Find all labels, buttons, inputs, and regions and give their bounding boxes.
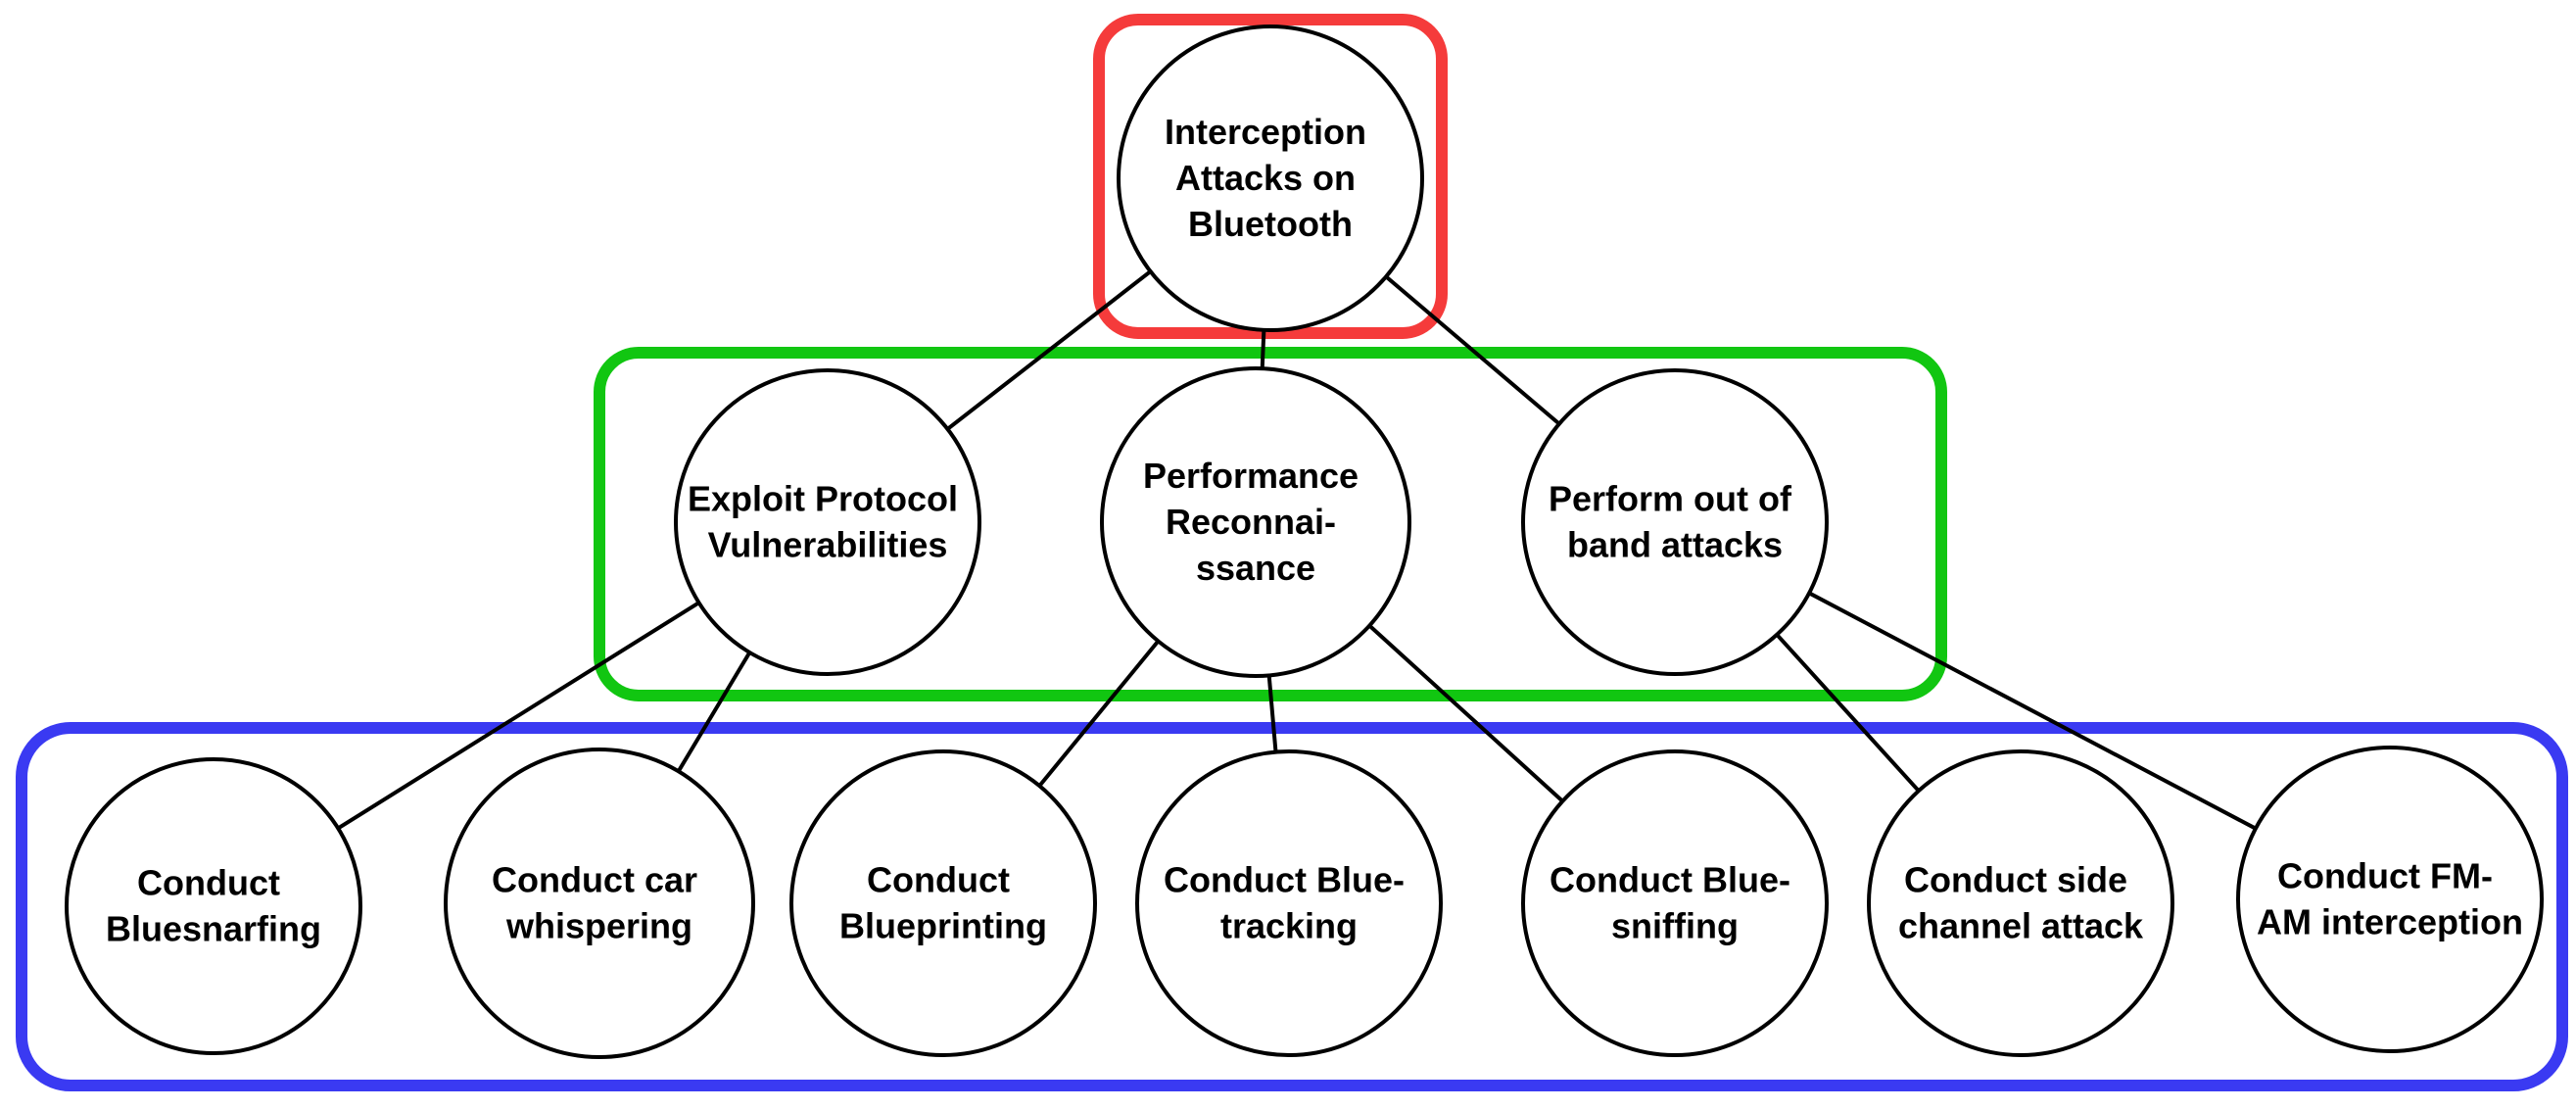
node-label-line: sniffing <box>1611 906 1739 946</box>
node-label-line: Conduct Blue- <box>1164 860 1405 900</box>
node-label: Conduct car whispering <box>492 860 707 946</box>
bottom-level-group-frame <box>16 722 2568 1091</box>
edge-recon-bluetracking <box>1266 675 1278 752</box>
edge-root-exploit <box>946 269 1152 431</box>
node-conduct-blue-tracking: Conduct Blue- tracking <box>1135 749 1443 1057</box>
node-label-line: Performance <box>1143 456 1359 496</box>
node-label-line: Conduct side <box>1904 860 2127 900</box>
edge-exploit-bluesnarfing <box>337 601 700 831</box>
node-circle <box>789 749 1097 1057</box>
node-label-line: Attacks on <box>1175 158 1356 198</box>
edge-recon-bluesniffing <box>1367 624 1564 803</box>
node-label: Conduct Blueprinting <box>839 860 1047 946</box>
node-label-line: channel attack <box>1898 906 2144 946</box>
node-circle <box>1867 749 2174 1057</box>
node-circle <box>1100 366 1411 678</box>
node-conduct-car-whispering: Conduct car whispering <box>444 748 755 1059</box>
node-label-line: Bluesnarfing <box>106 909 321 949</box>
top-level-group-frame <box>1093 14 1448 339</box>
node-circle <box>1117 24 1424 332</box>
node-conduct-side-channel-attack: Conduct side channel attack <box>1867 749 2174 1057</box>
node-label: Conduct Blue- sniffing <box>1550 860 1800 946</box>
node-circle <box>65 757 362 1055</box>
node-label: Interception Attacks on Bluetooth <box>1165 112 1376 244</box>
edge-recon-blueprinting <box>1037 640 1160 788</box>
node-label-line: Reconnai- <box>1166 502 1336 542</box>
node-label-line: whispering <box>505 906 692 946</box>
edges <box>337 269 2257 831</box>
edge-exploit-carwhispering <box>676 651 752 773</box>
node-label-line: Conduct FM- <box>2277 856 2493 896</box>
node-label-line: Exploit Protocol <box>688 479 958 519</box>
node-circle <box>2236 746 2544 1053</box>
node-label: Conduct Blue- tracking <box>1164 860 1414 946</box>
node-conduct-blueprinting: Conduct Blueprinting <box>789 749 1097 1057</box>
node-label-line: band attacks <box>1567 525 1783 565</box>
node-interception-attacks-on-bluetooth: Interception Attacks on Bluetooth <box>1117 24 1424 332</box>
node-label-line: Interception <box>1165 112 1366 152</box>
node-circle <box>1135 749 1443 1057</box>
edge-root-outofband <box>1384 274 1561 426</box>
node-label: Conduct FM- AM interception <box>2257 856 2523 942</box>
node-label: Conduct Bluesnarfing <box>106 863 321 949</box>
node-label-line: Blueprinting <box>839 906 1047 946</box>
node-perform-out-of-band-attacks: Perform out of band attacks <box>1521 368 1829 676</box>
node-label: Conduct side channel attack <box>1898 860 2144 946</box>
node-label-line: Conduct <box>867 860 1010 900</box>
node-performance-reconnaissance: Performance Reconnai- ssance <box>1100 366 1411 678</box>
node-circle <box>1521 749 1829 1057</box>
node-circle <box>674 368 981 676</box>
edge-root-recon <box>1260 329 1266 369</box>
node-label-line: Conduct Blue- <box>1550 860 1790 900</box>
node-label: Exploit Protocol Vulnerabilities <box>688 479 968 565</box>
node-conduct-bluesnarfing: Conduct Bluesnarfing <box>65 757 362 1055</box>
node-label: Perform out of band attacks <box>1549 479 1801 565</box>
node-label-line: ssance <box>1196 548 1315 588</box>
node-circle <box>1521 368 1829 676</box>
node-label: Performance Reconnai- ssance <box>1143 456 1368 588</box>
node-label-line: Bluetooth <box>1188 204 1353 244</box>
node-label-line: Conduct car <box>492 860 697 900</box>
edge-outofband-fmam <box>1808 591 2257 831</box>
node-label-line: AM interception <box>2257 902 2523 942</box>
node-circle <box>444 748 755 1059</box>
node-label-line: tracking <box>1220 906 1358 946</box>
node-exploit-protocol-vulnerabilities: Exploit Protocol Vulnerabilities <box>674 368 981 676</box>
node-label-line: Conduct <box>137 863 280 903</box>
edge-outofband-sidechannel <box>1775 633 1921 793</box>
node-conduct-fm-am-interception: Conduct FM- AM interception <box>2236 746 2544 1053</box>
node-label-line: Vulnerabilities <box>708 525 948 565</box>
node-conduct-blue-sniffing: Conduct Blue- sniffing <box>1521 749 1829 1057</box>
node-label-line: Perform out of <box>1549 479 1792 519</box>
